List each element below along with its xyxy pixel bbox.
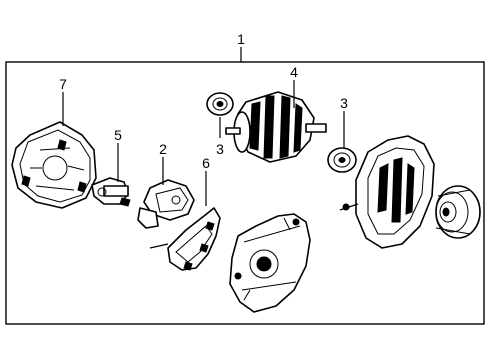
assembly-frame: [5, 61, 485, 325]
stator-housing: [339, 135, 435, 249]
bearing-left: [206, 92, 234, 116]
callout-4-label: 4: [290, 64, 298, 80]
callout-7-label: 7: [59, 76, 67, 92]
regulator: [137, 179, 195, 229]
callout-5-label: 5: [114, 127, 122, 143]
pulley: [435, 185, 481, 239]
callout-1-label: 1: [237, 31, 245, 47]
callout-3-left-label: 3: [216, 141, 224, 157]
rectifier: [149, 207, 221, 271]
rear-cover: [11, 121, 97, 209]
drive-end-housing: [229, 213, 311, 313]
bearing-right: [327, 147, 357, 173]
callout-2-label: 2: [159, 141, 167, 157]
callout-6-label: 6: [202, 155, 210, 171]
rotor: [225, 91, 327, 163]
callout-3-right-label: 3: [340, 95, 348, 111]
brush-holder: [91, 177, 131, 207]
